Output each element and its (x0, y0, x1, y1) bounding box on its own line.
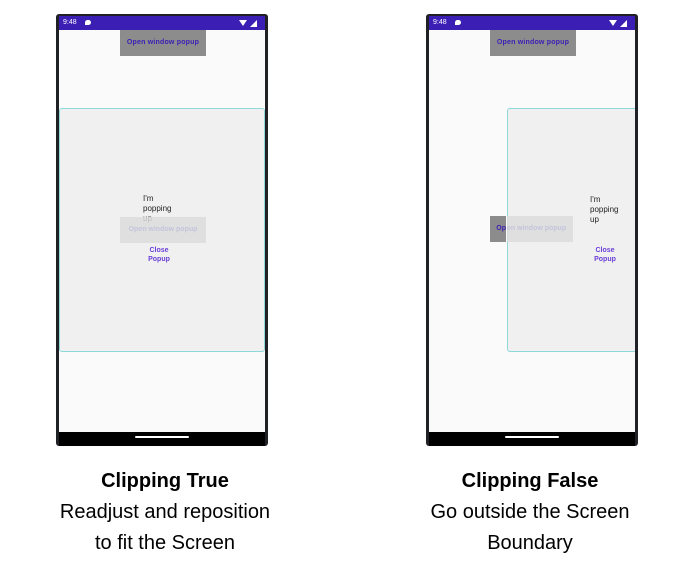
open-window-popup-button[interactable]: Open window popup (120, 30, 206, 56)
navigation-bar (429, 432, 635, 446)
caption-title: Clipping True (101, 470, 229, 492)
status-bar: 9:48 (59, 16, 265, 30)
caption-clipping-true: Clipping True Readjust and reposition to… (20, 466, 310, 559)
wifi-icon (609, 20, 617, 26)
message-icon (85, 20, 91, 25)
status-bar: 9:48 (429, 16, 635, 30)
popup-window: I'm popping up Open window popup Close P… (59, 108, 265, 352)
wifi-icon (239, 20, 247, 26)
caption-title: Clipping False (461, 470, 599, 492)
popup-window: en window popup I'm popping up Close Pop… (507, 108, 635, 352)
ghost-open-window-popup-button: en window popup (507, 216, 573, 242)
open-window-popup-button[interactable]: Open window popup (490, 30, 576, 56)
phone-clipping-false: 9:48 Open window popup Op en window popu… (426, 14, 638, 446)
status-time: 9:48 (63, 19, 77, 26)
ghost-open-window-popup-button: Open window popup (120, 217, 206, 243)
status-time: 9:48 (433, 19, 447, 26)
caption-description: Go outside the Screen Boundary (430, 501, 630, 554)
close-popup-button[interactable]: Close Popup (148, 247, 170, 263)
caption-clipping-false: Clipping False Go outside the Screen Bou… (380, 466, 680, 559)
popup-text: I'm popping up (590, 195, 619, 224)
phone-clipping-true: 9:48 Open window popup I'm popping up Op… (56, 14, 268, 446)
close-popup-button[interactable]: Close Popup (594, 247, 616, 263)
home-handle[interactable] (135, 436, 189, 438)
ghost-button-visible-part: Op (490, 216, 506, 242)
phone-screen: 9:48 Open window popup I'm popping up Op… (59, 16, 265, 432)
caption-description: Readjust and reposition to fit the Scree… (59, 501, 271, 554)
phone-screen: 9:48 Open window popup Op en window popu… (429, 16, 635, 432)
home-handle[interactable] (505, 436, 559, 438)
message-icon (455, 20, 461, 25)
navigation-bar (59, 432, 265, 446)
battery-icon (620, 20, 627, 27)
battery-icon (250, 20, 257, 27)
